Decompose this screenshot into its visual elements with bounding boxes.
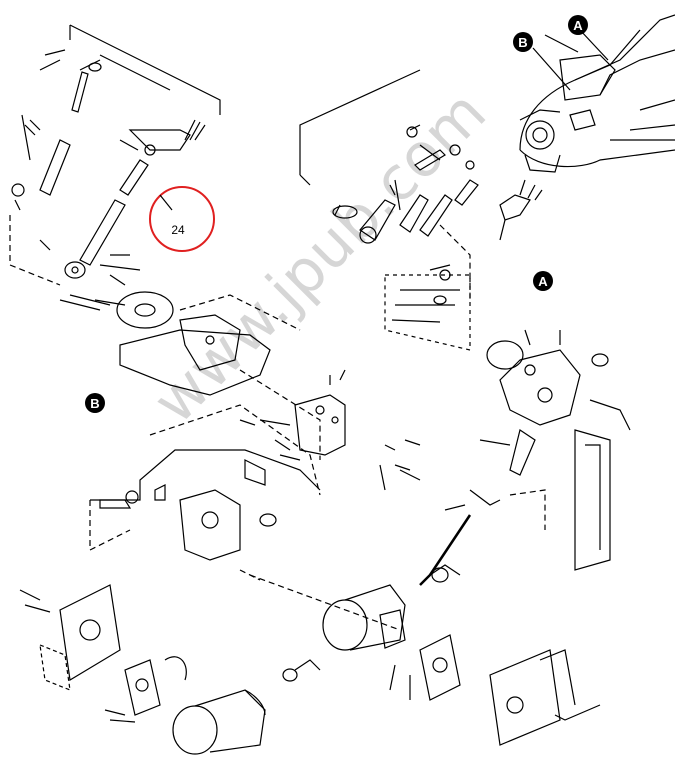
svg-text:B: B	[90, 396, 99, 411]
bottom-right-motor	[322, 564, 601, 746]
callout-a-top: A	[568, 15, 588, 35]
right-gearbox-assembly	[419, 329, 631, 586]
left-pump-detail	[89, 404, 401, 631]
highlight-circle	[149, 186, 215, 252]
leader-lines	[532, 29, 609, 91]
central-gearbox	[119, 294, 321, 460]
svg-text:A: A	[573, 18, 583, 33]
watermark-text: www.jpub.com	[140, 78, 500, 438]
svg-text:B: B	[518, 35, 527, 50]
highlight-item-24[interactable]: 24	[149, 186, 215, 252]
upper-center-linkage	[299, 69, 543, 351]
callout-a-mid: A	[533, 271, 553, 291]
bottom-left-motor	[19, 584, 321, 755]
upper-left-linkage	[9, 24, 221, 329]
linework	[9, 14, 675, 755]
middle-pump-assembly	[239, 369, 421, 491]
helicopter-nose	[519, 14, 675, 173]
item-number-label: 24	[171, 223, 185, 237]
svg-text:A: A	[538, 274, 548, 289]
callout-b-left: B	[85, 393, 105, 413]
callout-b-top: B	[513, 32, 533, 52]
